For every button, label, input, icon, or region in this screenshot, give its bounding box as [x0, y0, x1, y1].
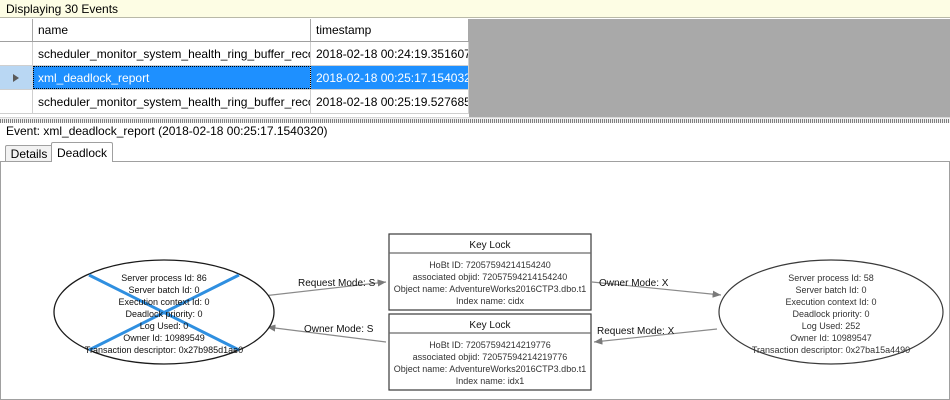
edge-right-request-bottom: Request Mode: X [593, 326, 718, 345]
tab-active-notch [52, 161, 112, 162]
events-grid-body[interactable]: name timestamp scheduler_monitor_system_… [0, 19, 469, 117]
column-header-timestamp[interactable]: timestamp [311, 19, 469, 41]
table-row[interactable]: scheduler_monitor_system_health_ring_buf… [0, 42, 469, 66]
row-selector-cell[interactable] [0, 42, 33, 65]
row-selector-cell[interactable] [0, 66, 33, 89]
resource-node-top-shape[interactable] [388, 233, 592, 311]
process-right-line-1: Server batch Id: 0 [795, 285, 866, 295]
edge-left-request-top: Request Mode: S [262, 278, 387, 297]
resource-bottom-title: Key Lock [469, 320, 511, 331]
process-left-line-0: Server process Id: 86 [121, 273, 207, 283]
cell-name[interactable]: xml_deadlock_report [33, 66, 311, 89]
deadlock-graph-canvas[interactable]: Request Mode: S Owner Mode: X Owner Mode… [0, 162, 950, 400]
process-node-right-shape[interactable] [718, 259, 944, 365]
process-right-line-6: Transaction descriptor: 0x27ba15a4490 [752, 345, 910, 355]
cell-name[interactable]: scheduler_monitor_system_health_ring_buf… [33, 90, 311, 113]
row-select-arrow-icon [13, 73, 19, 82]
events-grid-header-row: name timestamp [0, 19, 469, 42]
resource-bottom-line-3: Index name: idx1 [456, 376, 525, 386]
process-left-line-1: Server batch Id: 0 [128, 285, 199, 295]
process-right-line-2: Execution context Id: 0 [785, 297, 876, 307]
process-node-right[interactable]: Server process Id: 58 Server batch Id: 0… [718, 259, 944, 365]
cell-name[interactable]: scheduler_monitor_system_health_ring_buf… [33, 42, 311, 65]
process-left-line-3: Deadlock priority: 0 [125, 309, 202, 319]
cell-timestamp[interactable]: 2018-02-18 00:25:19.5276859 [311, 90, 469, 113]
column-header-rowselector [0, 19, 33, 41]
edge-bottom-owner-left: Owner Mode: S [266, 324, 387, 343]
edge-label-right-request-bottom: Request Mode: X [597, 326, 675, 337]
tab-deadlock-label: Deadlock [56, 145, 108, 160]
row-selector-cell[interactable] [0, 90, 33, 113]
process-node-left[interactable]: Server process Id: 86 Server batch Id: 0… [53, 259, 275, 365]
panel-splitter[interactable] [0, 117, 950, 123]
resource-node-top[interactable]: Key Lock HoBt ID: 72057594214154240 asso… [388, 233, 592, 311]
resource-top-line-3: Index name: cidx [456, 296, 525, 306]
process-left-line-4: Log Used: 0 [140, 321, 189, 331]
process-left-line-6: Transaction descriptor: 0x27b985d1ae0 [85, 345, 243, 355]
edge-label-top-owner-right: Owner Mode: X [599, 278, 669, 289]
edge-label-left-request-top: Request Mode: S [298, 278, 376, 289]
process-right-line-5: Owner Id: 10989547 [790, 333, 872, 343]
process-left-line-5: Owner Id: 10989549 [123, 333, 205, 343]
resource-top-line-1: associated objid: 72057594214154240 [413, 272, 568, 282]
column-header-name[interactable]: name [33, 19, 311, 41]
resource-bottom-line-2: Object name: AdventureWorks2016CTP3.dbo.… [394, 364, 586, 374]
events-grid[interactable]: name timestamp scheduler_monitor_system_… [0, 19, 950, 117]
tab-details[interactable]: Details [5, 145, 53, 162]
event-header-label: Event: xml_deadlock_report (2018-02-18 0… [6, 124, 328, 138]
victim-cross-icon [88, 273, 240, 352]
process-right-line-0: Server process Id: 58 [788, 273, 874, 283]
resource-top-line-2: Object name: AdventureWorks2016CTP3.dbo.… [394, 284, 586, 294]
process-right-line-3: Deadlock priority: 0 [792, 309, 869, 319]
resource-top-title: Key Lock [469, 240, 511, 251]
table-row[interactable]: xml_deadlock_report 2018-02-18 00:25:17.… [0, 66, 469, 90]
tab-strip: Details Deadlock [0, 142, 950, 162]
events-banner-label: Displaying 30 Events [6, 2, 119, 16]
resource-bottom-line-0: HoBt ID: 72057594214219776 [429, 340, 551, 350]
edge-top-owner-right: Owner Mode: X [591, 278, 722, 298]
events-banner: Displaying 30 Events [0, 0, 950, 18]
tab-details-label: Details [10, 147, 48, 161]
cell-timestamp[interactable]: 2018-02-18 00:25:17.1540320 [311, 66, 469, 89]
tab-deadlock[interactable]: Deadlock [51, 142, 113, 162]
cell-timestamp[interactable]: 2018-02-18 00:24:19.3516078 [311, 42, 469, 65]
resource-top-line-0: HoBt ID: 72057594214154240 [429, 260, 551, 270]
deadlock-graph: Request Mode: S Owner Mode: X Owner Mode… [53, 233, 944, 391]
process-right-line-4: Log Used: 252 [802, 321, 861, 331]
tab-underline [0, 161, 950, 162]
edge-label-bottom-owner-left: Owner Mode: S [304, 324, 374, 335]
process-left-line-2: Execution context Id: 0 [118, 297, 209, 307]
resource-bottom-line-1: associated objid: 72057594214219776 [413, 352, 568, 362]
resource-node-bottom[interactable]: Key Lock HoBt ID: 72057594214219776 asso… [388, 313, 592, 391]
table-row[interactable]: scheduler_monitor_system_health_ring_buf… [0, 90, 469, 114]
resource-node-bottom-shape[interactable] [388, 313, 592, 391]
